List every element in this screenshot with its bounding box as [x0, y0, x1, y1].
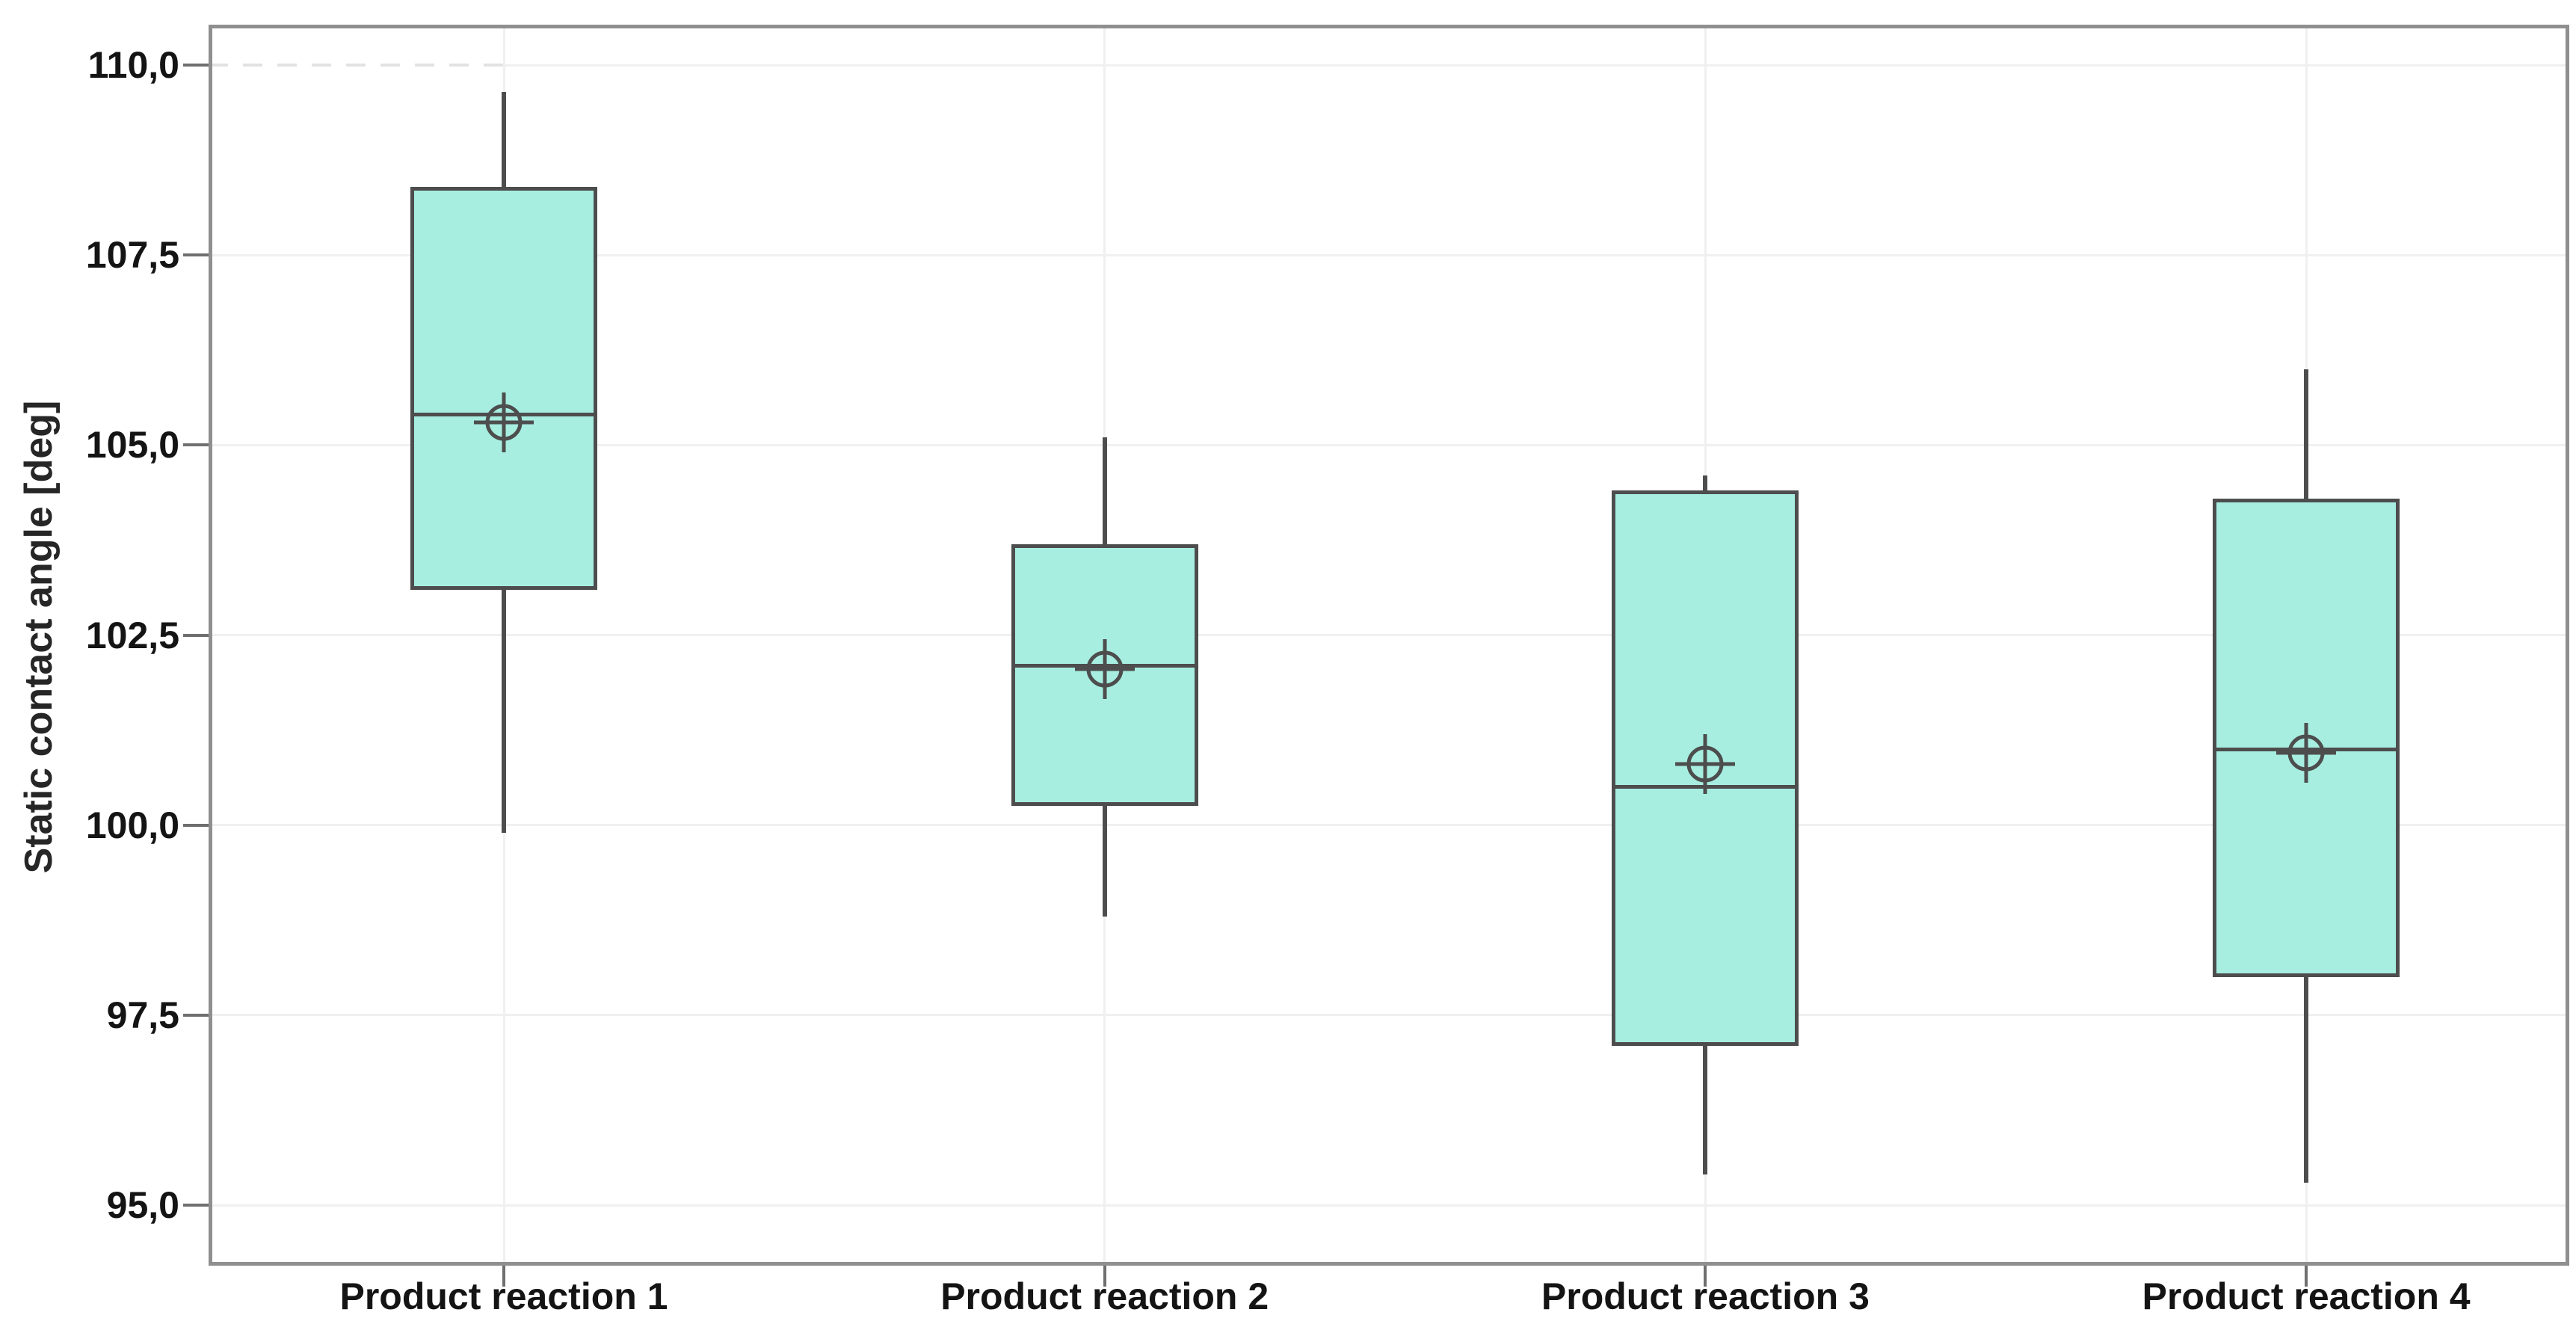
x-tick-label: Product reaction 4 [2142, 1275, 2471, 1317]
gridline-dashed-110 [209, 64, 504, 67]
y-tick-mark [183, 633, 209, 637]
mean-marker-icon [472, 391, 535, 454]
y-tick-label: 97,5 [106, 994, 179, 1036]
y-tick-label: 110,0 [87, 44, 179, 86]
mean-marker-icon [1674, 733, 1737, 795]
y-tick-label: 107,5 [85, 234, 179, 277]
gridline-95 [209, 1204, 2569, 1207]
mean-marker-icon [2275, 721, 2338, 784]
x-tick-label: Product reaction 2 [940, 1275, 1269, 1317]
y-tick-mark [183, 64, 209, 67]
y-tick-label: 102,5 [85, 614, 179, 656]
x-tick-mark [502, 1266, 505, 1287]
y-tick-label: 100,0 [85, 804, 179, 846]
y-tick-mark [183, 443, 209, 447]
y-tick-mark [183, 253, 209, 257]
gridline-110 [504, 64, 2569, 67]
y-tick-mark [183, 1204, 209, 1207]
x-tick-mark [1103, 1266, 1106, 1287]
x-tick-mark [2305, 1266, 2308, 1287]
y-tick-label: 105,0 [85, 424, 179, 466]
x-tick-label: Product reaction 3 [1541, 1275, 1870, 1317]
gridline-100 [209, 824, 2569, 827]
y-tick-mark [183, 1013, 209, 1017]
gridline-97.5 [209, 1014, 2569, 1017]
plot-area [209, 25, 2569, 1266]
box-iqr [410, 186, 597, 590]
y-tick-label: 95,0 [106, 1184, 179, 1227]
gridline-105 [209, 443, 2569, 446]
gridline-107.5 [209, 253, 2569, 256]
x-tick-label: Product reaction 1 [339, 1275, 668, 1317]
y-tick-mark [183, 823, 209, 827]
x-tick-mark [1704, 1266, 1707, 1287]
gridline-102.5 [209, 634, 2569, 637]
mean-marker-icon [1073, 638, 1136, 700]
